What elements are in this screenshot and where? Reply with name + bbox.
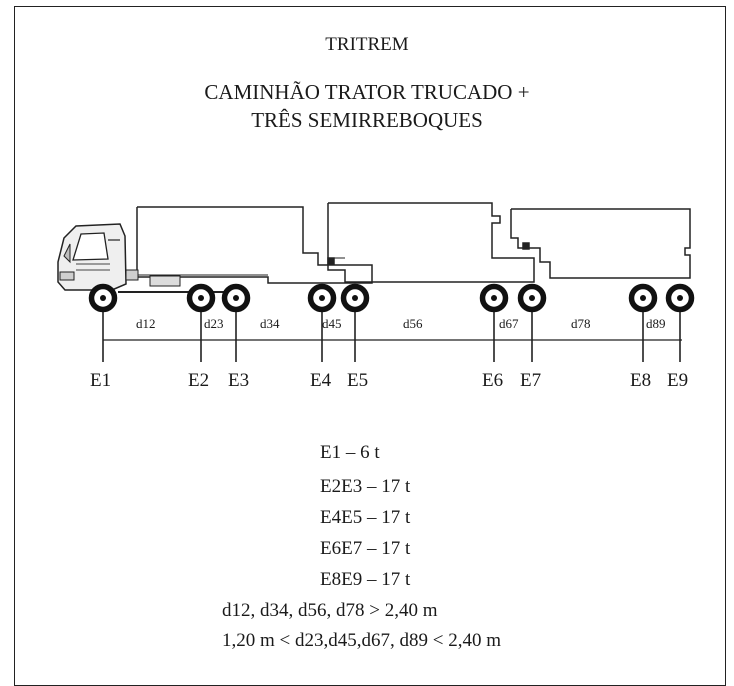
diagram-subtitle-line-2: TRÊS SEMIRREBOQUES [251,108,483,132]
distance-label-d89: d89 [646,316,666,331]
distance-label-d56: d56 [403,316,423,331]
wheel-hub-3 [233,295,239,301]
load-e2e3: E2E3 – 17 t [320,476,411,497]
distance-label-d12: d12 [136,316,156,331]
distance-label-d23: d23 [204,316,224,331]
wheel-hub-6 [491,295,497,301]
axle-label-e5: E5 [347,370,369,391]
wheel-hub-2 [198,295,204,301]
axle-label-e8: E8 [630,370,652,391]
wheel-hub-8 [640,295,646,301]
axle-label-e1: E1 [90,370,112,391]
rule-short-spacing: 1,20 m < d23,d45,d67, d89 < 2,40 m [222,630,501,651]
load-e8e9: E8E9 – 17 t [320,569,411,590]
axle-label-e2: E2 [188,370,210,391]
axle-label-e4: E4 [310,370,332,391]
axle-label-e3: E3 [228,370,250,391]
diagram-frame [14,6,726,686]
load-e6e7: E6E7 – 17 t [320,538,411,559]
wheel-hub-1 [100,295,106,301]
semitrailer-1 [136,206,373,284]
distance-label-d67: d67 [499,316,519,331]
wheel-hub-9 [677,295,683,301]
load-e1: E1 – 6 t [320,442,380,463]
tractor-cab [57,223,181,291]
axle-label-e6: E6 [482,370,504,391]
rule-long-spacing: d12, d34, d56, d78 > 2,40 m [222,600,438,621]
axle-label-e7: E7 [520,370,542,391]
axle-label-e9: E9 [667,370,689,391]
wheel-hub-7 [529,295,535,301]
semitrailer-2 [327,202,535,283]
distance-label-d34: d34 [260,316,280,331]
distance-label-d78: d78 [571,316,591,331]
load-e4e5: E4E5 – 17 t [320,507,411,528]
diagram-title: TRITREM [325,34,409,55]
semitrailer-3 [510,208,691,279]
wheel-hub-5 [352,295,358,301]
distance-label-d45: d45 [322,316,342,331]
wheel-hub-4 [319,295,325,301]
diagram-subtitle-line-1: CAMINHÃO TRATOR TRUCADO + [204,80,530,104]
